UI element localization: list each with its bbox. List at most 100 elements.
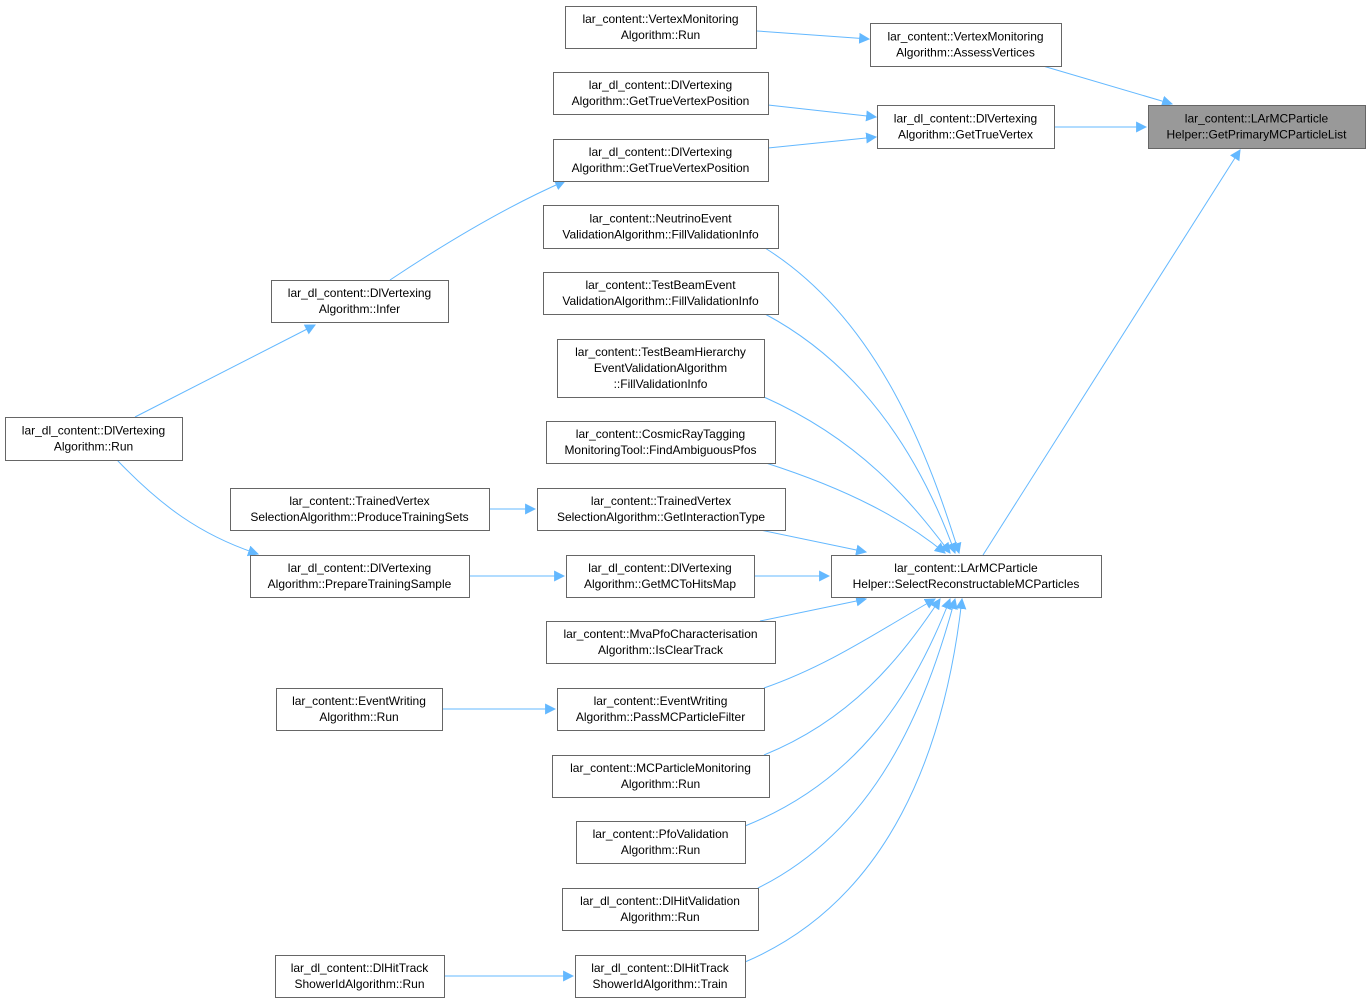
node-tvs-pts[interactable]: lar_content::TrainedVertexSelectionAlgor… [230, 488, 490, 531]
node-label-line: Algorithm::Run [54, 440, 133, 454]
node-box [553, 139, 769, 182]
edge-dlv_gtvp2-to-dlv_gtv [767, 132, 878, 149]
node-box [537, 488, 786, 531]
node-label-line: lar_content::TrainedVertex [289, 494, 429, 508]
node-label-line: lar_dl_content::DlVertexing [589, 145, 732, 159]
node-dlv-gtv[interactable]: lar_dl_content::DlVertexingAlgorithm::Ge… [877, 105, 1055, 149]
node-label-line: lar_content::VertexMonitoring [887, 30, 1043, 44]
node-box [557, 339, 765, 398]
node-label-line: lar_content::TestBeamEvent [585, 278, 736, 292]
node-label-line: lar_content::PfoValidation [593, 827, 729, 841]
edge-select_reco-to-primary_list [982, 149, 1241, 556]
node-dlv-infer[interactable]: lar_dl_content::DlVertexingAlgorithm::In… [271, 280, 449, 323]
node-nu-fvi[interactable]: lar_content::NeutrinoEventValidationAlgo… [543, 205, 779, 249]
node-label-line: Algorithm::AssessVertices [896, 46, 1035, 60]
node-label-line: lar_content::MvaPfoCharacterisation [563, 627, 757, 641]
edge-dlv_infer-to-dlv_gtvp2 [389, 179, 567, 281]
node-label-line: lar_dl_content::DlVertexing [894, 112, 1037, 126]
edge-mcpm_run-to-select_reco [763, 598, 941, 756]
node-label-line: lar_dl_content::DlHitValidation [580, 894, 740, 908]
node-box [877, 105, 1055, 149]
node-dlhts-run[interactable]: lar_dl_content::DlHitTrackShowerIdAlgori… [275, 955, 445, 998]
edge-dlv_gtvp1-to-dlv_gtv [767, 104, 878, 122]
node-box [546, 421, 776, 464]
node-vm-assess[interactable]: lar_content::VertexMonitoringAlgorithm::… [870, 23, 1062, 67]
node-box [546, 621, 776, 664]
node-label-line: MonitoringTool::FindAmbiguousPfos [564, 443, 756, 457]
node-label-line: lar_content::EventWriting [292, 694, 426, 708]
node-label-line: Algorithm::GetTrueVertexPosition [572, 94, 750, 108]
node-label-line: lar_content::VertexMonitoring [582, 12, 738, 26]
node-label-line: Algorithm::GetMCToHitsMap [584, 577, 736, 591]
node-box [562, 888, 759, 931]
node-box [275, 955, 445, 998]
node-mcpm-run[interactable]: lar_content::MCParticleMonitoringAlgorit… [552, 755, 770, 798]
node-label-line: Algorithm::IsClearTrack [598, 643, 724, 657]
edge-dlhts_train-to-select_reco [744, 597, 967, 963]
node-label-line: lar_content::LArMCParticle [894, 561, 1038, 575]
node-dlv-pts[interactable]: lar_dl_content::DlVertexingAlgorithm::Pr… [250, 555, 470, 598]
node-ew-pmcpf[interactable]: lar_content::EventWritingAlgorithm::Pass… [557, 688, 765, 731]
edge-vm_run-to-vm_assess [756, 30, 871, 44]
node-label-line: EventValidationAlgorithm [594, 361, 727, 375]
node-label-line: lar_content::LArMCParticle [1185, 112, 1329, 126]
node-label-line: Algorithm::GetTrueVertexPosition [572, 161, 750, 175]
node-tb-fvi[interactable]: lar_content::TestBeamEventValidationAlgo… [543, 272, 779, 315]
node-label-line: Algorithm::Run [621, 28, 700, 42]
node-label-line: Algorithm::Run [620, 910, 699, 924]
node-label-line: lar_dl_content::DlVertexing [288, 561, 431, 575]
node-box [557, 688, 765, 731]
node-dlhts-train[interactable]: lar_dl_content::DlHitTrackShowerIdAlgori… [575, 955, 746, 998]
node-box [271, 280, 449, 323]
node-dlv-run[interactable]: lar_dl_content::DlVertexingAlgorithm::Ru… [5, 417, 183, 461]
node-label-line: ::FillValidationInfo [614, 377, 708, 391]
node-vm-run[interactable]: lar_content::VertexMonitoringAlgorithm::… [565, 6, 757, 49]
node-label-line: lar_dl_content::DlVertexing [589, 78, 732, 92]
node-label-line: lar_dl_content::DlHitTrack [291, 961, 430, 975]
node-box [552, 755, 770, 798]
node-label-line: lar_dl_content::DlVertexing [288, 286, 431, 300]
node-label-line: Algorithm::Infer [319, 302, 400, 316]
node-label-line: SelectionAlgorithm::GetInteractionType [557, 510, 765, 524]
node-label-line: lar_content::MCParticleMonitoring [570, 761, 751, 775]
node-box [553, 72, 769, 115]
node-label-line: Algorithm::GetTrueVertex [898, 128, 1033, 142]
edge-mva_ict-to-select_reco [759, 595, 868, 622]
node-dlv-gtvp2[interactable]: lar_dl_content::DlVertexingAlgorithm::Ge… [553, 139, 769, 182]
node-box [565, 6, 757, 49]
node-box [566, 555, 755, 598]
edge-nu_fvi-to-select_reco [764, 247, 962, 555]
node-label-line: Helper::SelectReconstructableMCParticles [853, 577, 1080, 591]
node-tvs-git[interactable]: lar_content::TrainedVertexSelectionAlgor… [537, 488, 786, 531]
node-label-line: lar_content::CosmicRayTagging [576, 427, 745, 441]
edge-tvs_git-to-select_reco [759, 529, 868, 556]
node-label-line: lar_content::TrainedVertex [591, 494, 731, 508]
node-label-line: Algorithm::PrepareTrainingSample [268, 577, 452, 591]
node-dlv-gtvp1[interactable]: lar_dl_content::DlVertexingAlgorithm::Ge… [553, 72, 769, 115]
node-box [276, 688, 443, 731]
node-mva-ict[interactable]: lar_content::MvaPfoCharacterisationAlgor… [546, 621, 776, 664]
edge-dlv_run-to-dlv_infer [134, 324, 316, 418]
node-box [250, 555, 470, 598]
node-box [543, 205, 779, 249]
edge-tbh_fvi-to-select_reco [763, 396, 951, 554]
node-box [5, 417, 183, 461]
node-label-line: lar_dl_content::DlVertexing [22, 424, 165, 438]
edge-vm_assess-to-primary_list [1042, 65, 1174, 107]
node-crt-fap[interactable]: lar_content::CosmicRayTaggingMonitoringT… [546, 421, 776, 464]
node-select-reco[interactable]: lar_content::LArMCParticleHelper::Select… [831, 555, 1102, 598]
node-primary-list: lar_content::LArMCParticleHelper::GetPri… [1148, 105, 1366, 149]
node-tbh-fvi[interactable]: lar_content::TestBeamHierarchyEventValid… [557, 339, 765, 398]
node-box [230, 488, 490, 531]
node-label-line: Algorithm::Run [621, 777, 700, 791]
node-label-line: ValidationAlgorithm::FillValidationInfo [562, 294, 759, 308]
node-label-line: Algorithm::PassMCParticleFilter [576, 710, 745, 724]
node-label-line: SelectionAlgorithm::ProduceTrainingSets [250, 510, 468, 524]
node-label-line: lar_content::EventWriting [594, 694, 728, 708]
node-label-line: lar_dl_content::DlVertexing [588, 561, 731, 575]
node-dlv-gmth[interactable]: lar_dl_content::DlVertexingAlgorithm::Ge… [566, 555, 755, 598]
node-dlhv-run[interactable]: lar_dl_content::DlHitValidationAlgorithm… [562, 888, 759, 931]
